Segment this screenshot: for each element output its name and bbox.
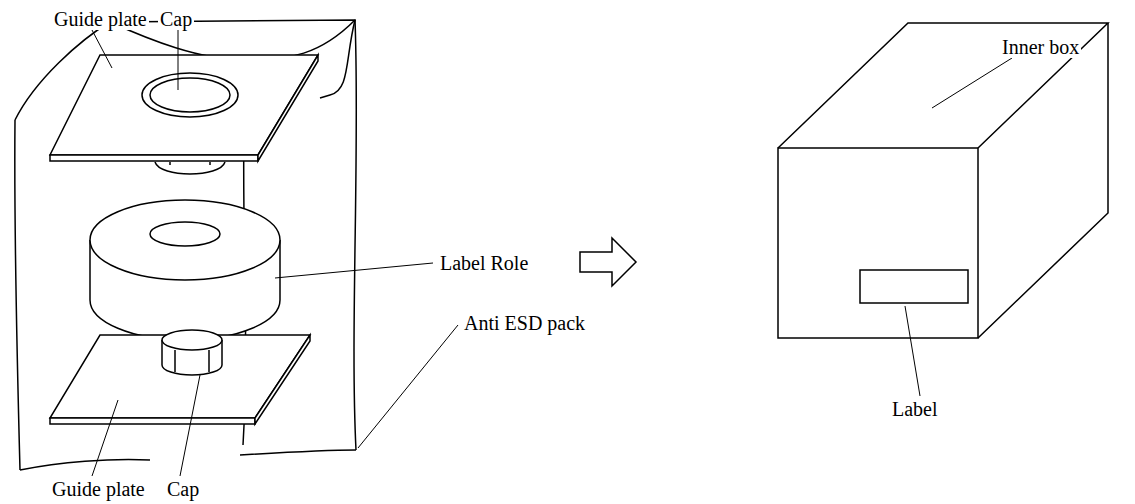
cap xyxy=(142,73,238,174)
leader-line xyxy=(905,58,1012,396)
part-label: Inner box xyxy=(1000,36,1081,58)
part-label: Label xyxy=(890,398,940,420)
label-roll xyxy=(90,200,280,340)
part-label: Label Role xyxy=(438,252,530,274)
flow-arrow xyxy=(580,238,636,286)
part-label: Guide plate xyxy=(52,8,149,30)
guide-plate xyxy=(50,55,318,161)
part-label: Anti ESD pack xyxy=(462,312,587,334)
anti-esd-pack xyxy=(15,20,357,470)
part-label: Cap xyxy=(158,8,194,30)
cap xyxy=(162,330,222,375)
inner-box xyxy=(778,23,1108,338)
label-sticker xyxy=(860,270,968,303)
leader-line xyxy=(92,30,458,476)
part-label: Cap xyxy=(165,478,201,500)
part-label: Guide plate xyxy=(50,478,147,500)
